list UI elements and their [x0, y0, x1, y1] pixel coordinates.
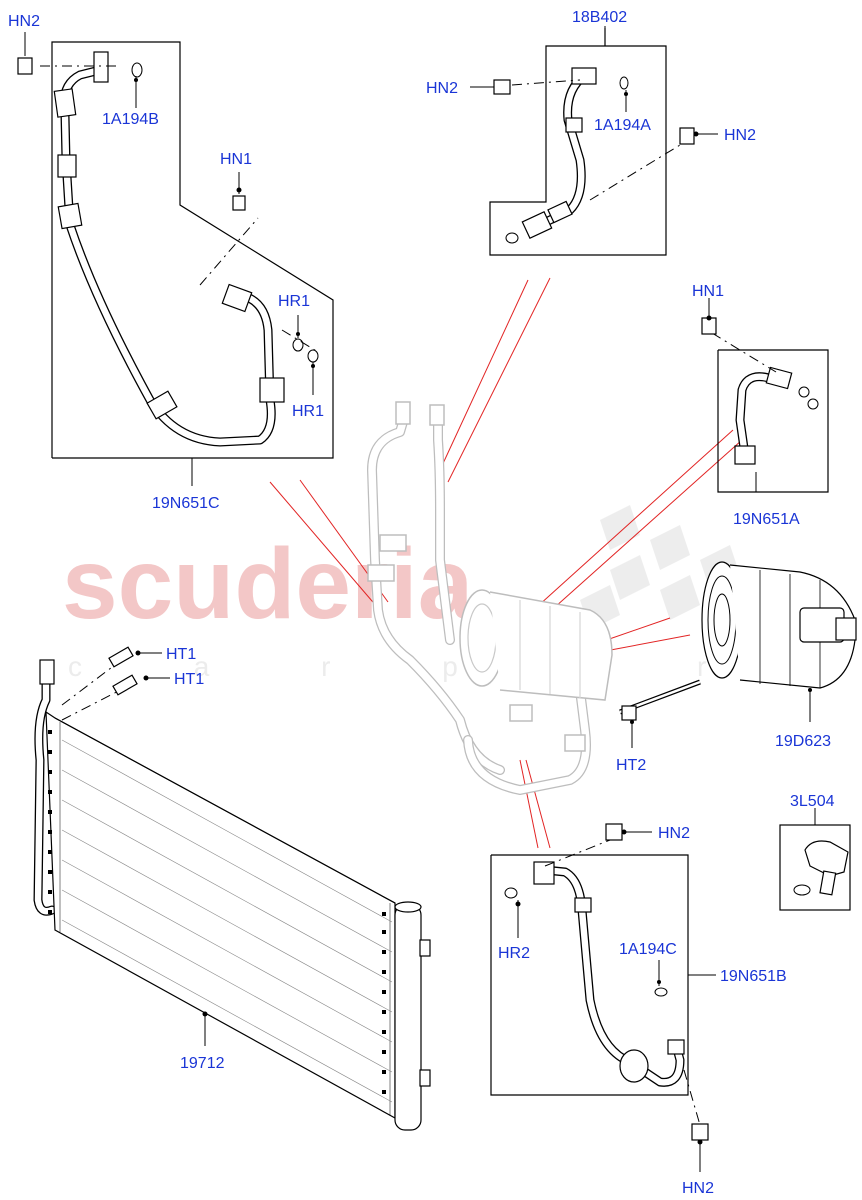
label-hr1-b: HR1 — [292, 403, 324, 420]
pipe-18b402-group: 18B402 HN2 1A194A HN2 — [426, 9, 756, 256]
nut-hn2-lower-icon — [605, 823, 623, 841]
label-hr1-a: HR1 — [278, 293, 310, 310]
label-hn1-left: HN1 — [220, 151, 252, 168]
label-1a194b: 1A194B — [102, 111, 159, 128]
hose-19n651b-group: HN2 HR2 1A194C 19N651B HN2 — [490, 823, 787, 1197]
label-1a194c: 1A194C — [619, 941, 677, 958]
label-3l504: 3L504 — [790, 793, 835, 810]
label-hn2-bottom: HN2 — [682, 1180, 714, 1197]
frame-19n651c — [51, 41, 334, 459]
frame-19n651b — [490, 854, 689, 1096]
condenser-tank — [394, 904, 422, 1131]
label-19712: 19712 — [180, 1055, 225, 1072]
ghost-assembly — [367, 401, 613, 795]
nut-hn2-b402-left-icon — [493, 79, 511, 95]
label-hn1-right: HN1 — [692, 283, 724, 300]
frame-19n651a — [717, 349, 829, 493]
label-hn2-top-left: HN2 — [8, 13, 40, 30]
label-ht2: HT2 — [616, 757, 646, 774]
label-hn2-b402-left: HN2 — [426, 80, 458, 97]
label-ht1-a: HT1 — [166, 646, 196, 663]
label-hr2: HR2 — [498, 945, 530, 962]
ht1-fittings: HT1 HT1 — [61, 646, 204, 721]
hose-19n651a-group: HN1 19N651A — [692, 283, 829, 528]
compressor-19d623-group: HT2 19D623 — [616, 561, 857, 774]
condenser-fins — [61, 739, 393, 1103]
label-19d623: 19D623 — [775, 733, 831, 750]
hose-19n651c-group: HN2 1A194B HN1 HR1 HR1 19N651C — [8, 13, 334, 512]
watermark-main: scuderia — [62, 528, 475, 640]
label-hn2-lower: HN2 — [658, 825, 690, 842]
nut-hn2-b402-right-icon — [679, 127, 695, 145]
label-hn2-b402-right: HN2 — [724, 127, 756, 144]
part-3l504-group: 3L504 — [779, 793, 851, 911]
label-19n651b: 19N651B — [720, 968, 787, 985]
nut-hn2-bottom-icon — [691, 1123, 709, 1141]
frame-18b402 — [489, 28, 667, 256]
nut-hn2-icon — [17, 57, 33, 75]
label-19n651c: 19N651C — [152, 495, 220, 512]
label-18b402: 18B402 — [572, 9, 627, 26]
label-19n651a: 19N651A — [733, 511, 800, 528]
bolt-hn1-icon — [232, 195, 246, 211]
label-ht1-b: HT1 — [174, 671, 204, 688]
condenser-19712-group: 19712 — [33, 659, 431, 1131]
label-1a194a: 1A194A — [594, 117, 651, 134]
